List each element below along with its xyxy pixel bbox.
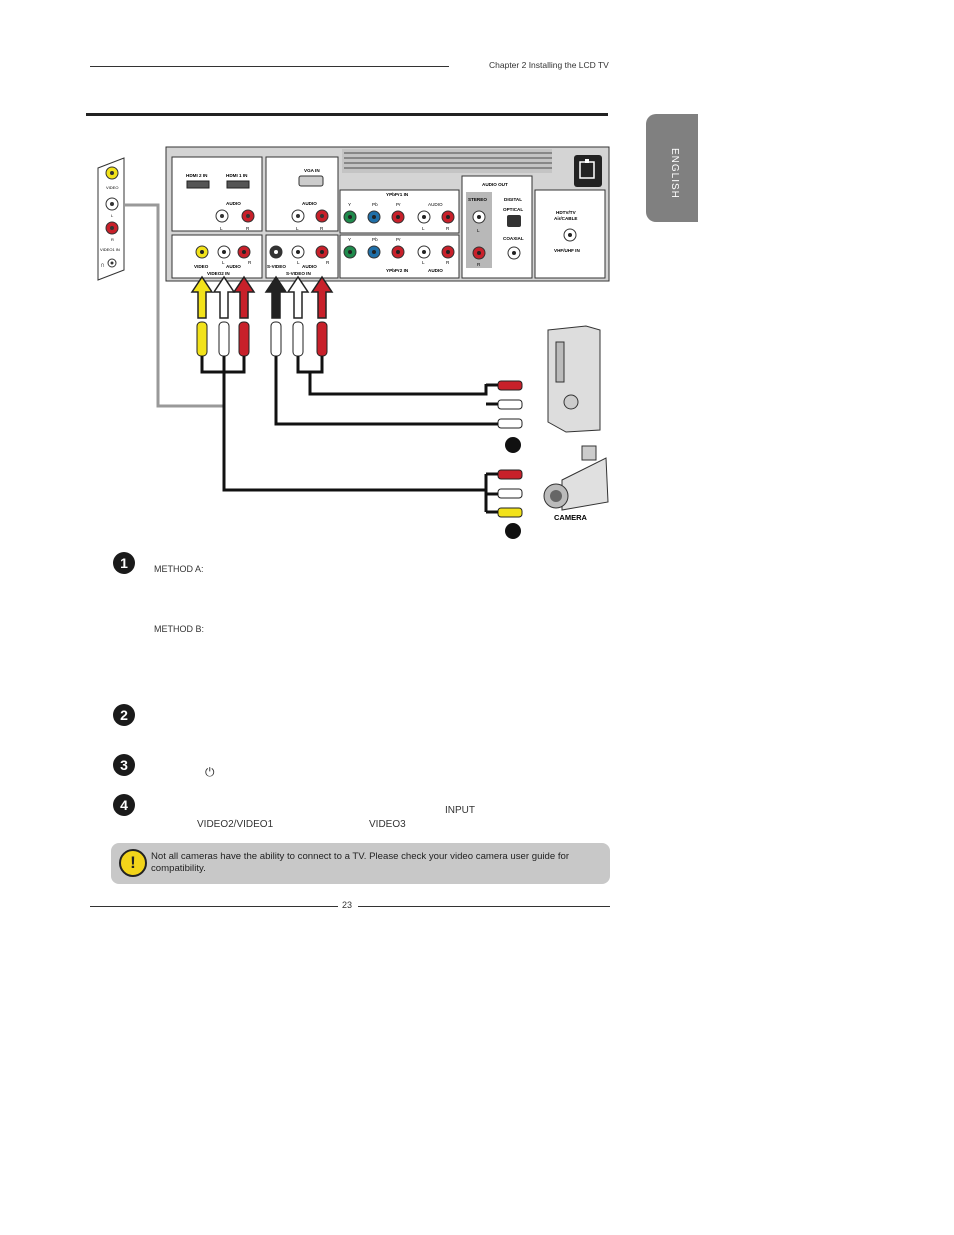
- page-number: 23: [342, 900, 353, 910]
- svg-text:Y: Y: [348, 237, 351, 242]
- svg-text:L: L: [220, 226, 223, 231]
- svg-text:Pr: Pr: [396, 237, 401, 242]
- svg-text:L: L: [222, 260, 225, 265]
- svg-text:VHF/UHF IN: VHF/UHF IN: [554, 248, 580, 253]
- method-a-label: METHOD A:: [154, 564, 204, 574]
- svg-text:L: L: [422, 260, 425, 265]
- tv-back-panel: HDMI 2 IN HDMI 1 IN AUDIO L R VGA IN AUD…: [165, 146, 610, 282]
- warning-icon: !: [119, 849, 147, 877]
- connection-arrows: [190, 275, 334, 319]
- vga-label: VGA IN: [304, 168, 320, 173]
- svg-text:Pb: Pb: [372, 237, 378, 242]
- note-box: ! Not all cameras have the ability to co…: [111, 843, 610, 884]
- svg-text:VIDEO: VIDEO: [194, 264, 209, 269]
- cables: [200, 356, 488, 492]
- game-console-icon: [547, 325, 601, 433]
- camera-icon: CAMERA: [543, 445, 609, 522]
- svg-text:Y: Y: [348, 202, 351, 207]
- video2-video1-label: VIDEO2/VIDEO1: [197, 819, 274, 830]
- step-3-icon: 3: [113, 754, 135, 776]
- svg-text:R: R: [326, 260, 330, 265]
- side-video1-label: VIDEO1 IN: [100, 247, 120, 252]
- svg-text:R: R: [446, 260, 450, 265]
- hdmi1-label: HDMI 1 IN: [226, 173, 248, 178]
- input-button-label: INPUT: [445, 805, 475, 816]
- footer-rule-left: [90, 906, 338, 907]
- svg-text:COAXIAL: COAXIAL: [503, 236, 524, 241]
- ypbpr2-label: YPbPr2 IN: [386, 268, 409, 273]
- svg-text:L: L: [422, 226, 425, 231]
- language-tab: ENGLISH: [646, 114, 698, 222]
- svg-text:Pb: Pb: [372, 202, 378, 207]
- ypbpr1-label: YPbPr1 IN: [386, 192, 409, 197]
- tv-side-panel: VIDEO L R VIDEO1 IN ∩: [97, 157, 125, 281]
- note-text: Not all cameras have the ability to conn…: [151, 851, 570, 875]
- svg-text:L: L: [477, 228, 480, 233]
- language-label: ENGLISH: [669, 148, 680, 199]
- step-2-icon: 2: [113, 704, 135, 726]
- method-b-label: METHOD B:: [154, 624, 205, 634]
- badge-a-icon: [505, 437, 521, 453]
- step-1-icon: 1: [113, 552, 135, 574]
- svg-text:R: R: [246, 226, 250, 231]
- svg-text:S-VIDEO: S-VIDEO: [267, 264, 286, 269]
- svg-text:R: R: [248, 260, 252, 265]
- hdmi2-label: HDMI 2 IN: [186, 173, 208, 178]
- svg-text:AUDIO: AUDIO: [226, 264, 241, 269]
- header-rule: [90, 66, 449, 67]
- footer-rule-right: [358, 906, 610, 907]
- chapter-title: Chapter 2 Installing the LCD TV: [489, 60, 609, 70]
- svg-text:R: R: [320, 226, 324, 231]
- svg-text:OPTICAL: OPTICAL: [503, 207, 523, 212]
- svg-text:L: L: [296, 226, 299, 231]
- side-cable: [124, 203, 224, 408]
- svg-text:HDTV/TV: HDTV/TV: [556, 210, 577, 215]
- vga-audio-label: AUDIO: [302, 201, 317, 206]
- power-icon: ⏻: [205, 765, 215, 779]
- svg-text:Air/CABLE: Air/CABLE: [554, 216, 577, 221]
- headphone-icon: ∩: [100, 262, 105, 269]
- audio-out-label: AUDIO OUT: [482, 182, 508, 187]
- svg-text:L: L: [297, 260, 300, 265]
- svg-text:AUDIO: AUDIO: [428, 268, 443, 273]
- side-r-label: R: [111, 237, 114, 242]
- cable-plugs: [196, 321, 328, 357]
- side-l-label: L: [111, 213, 114, 218]
- svg-text:AUDIO: AUDIO: [302, 264, 317, 269]
- svg-text:R: R: [477, 262, 481, 267]
- camera-label: CAMERA: [554, 513, 587, 522]
- svideo-in-label: S-VIDEO IN: [286, 271, 311, 276]
- step-4-icon: 4: [113, 794, 135, 816]
- hdmi-audio-label: AUDIO: [226, 201, 241, 206]
- video3-label: VIDEO3: [369, 819, 406, 830]
- svg-text:DIGITAL: DIGITAL: [504, 197, 522, 202]
- video2-label: VIDEO2 IN: [207, 271, 230, 276]
- svg-text:Pr: Pr: [396, 202, 401, 207]
- svg-text:STEREO: STEREO: [468, 197, 487, 202]
- badge-b-icon: [505, 523, 521, 539]
- side-video-label: VIDEO: [106, 185, 118, 190]
- connection-diagram: VIDEO L R VIDEO1 IN ∩ HDMI 2 IN HDMI 1 I…: [97, 146, 610, 539]
- svg-text:AUDIO: AUDIO: [428, 202, 443, 207]
- svg-text:R: R: [446, 226, 450, 231]
- section-rule: [86, 113, 608, 116]
